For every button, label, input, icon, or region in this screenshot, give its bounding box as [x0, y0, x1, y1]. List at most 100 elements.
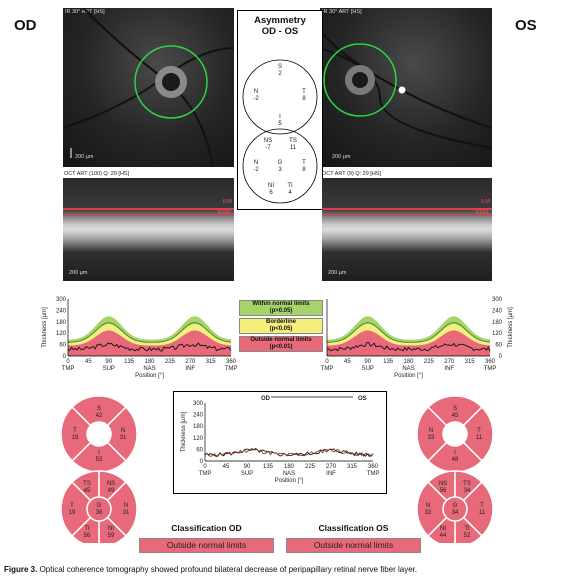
od-ytick-180: 180 [56, 320, 67, 326]
legend-outside-label: Outside normal limits [250, 337, 312, 343]
os-xtick-135: 135 [383, 359, 394, 365]
asym1-s: S [278, 64, 282, 70]
asym1-t-val: 8 [302, 96, 306, 102]
od-s6-val-0: 45 [84, 488, 91, 494]
od-xtick-0: 0 [66, 359, 70, 365]
od-scan-circle [134, 45, 208, 119]
os-sector6-center [442, 496, 468, 522]
compare-xtick-0: 0 [203, 464, 207, 470]
compare-od-label: OD [261, 396, 271, 402]
os-xtick-225: 225 [424, 359, 435, 365]
os-xtick-0: 0 [325, 359, 329, 365]
od-region-4: TMP [225, 366, 238, 372]
od-sector6-center [86, 496, 112, 522]
compare-xtick-360: 360 [368, 464, 379, 470]
classification-os-title: Classification OS [318, 523, 389, 533]
od-ytick-0: 0 [63, 354, 67, 360]
os-xtick-315: 315 [465, 359, 476, 365]
os-region-0: TMP [321, 366, 334, 372]
asymmetry-title: Asymmetry [254, 15, 306, 26]
od-ytick-120: 120 [56, 331, 67, 337]
compare-xtick-135: 135 [263, 464, 274, 470]
os-sector4-center [443, 422, 467, 446]
compare-ytick-300: 300 [193, 401, 204, 407]
asym1-t: T [302, 89, 306, 95]
od-sector4-center [87, 422, 111, 446]
asym2-t-val: 8 [302, 167, 306, 173]
od-s6-val-6: 59 [108, 533, 115, 539]
legend-borderline-p: (p<0.05) [269, 326, 293, 332]
asym2-g-val: 3 [278, 167, 282, 173]
os-s4-label-2: T [477, 428, 481, 434]
compare-xtick-225: 225 [305, 464, 316, 470]
od-oct-header: OCT ART (100) Q: 29 [HS] [64, 171, 130, 177]
os-region-1: SUP [362, 366, 374, 372]
od-xtick-315: 315 [206, 359, 217, 365]
os-ytick-120: 120 [492, 331, 503, 337]
os-s6-label-5: NI [440, 526, 446, 532]
os-ytick-0: 0 [499, 354, 503, 360]
os-region-4: TMP [484, 366, 497, 372]
classification-od-title: Classification OD [171, 523, 242, 533]
os-s6-val-5: 44 [440, 533, 447, 539]
asym2-ni-val: 6 [269, 190, 273, 196]
asym2-t: T [302, 160, 306, 166]
os-s6-val-2: 33 [425, 510, 432, 516]
os-xtick-360: 360 [485, 359, 496, 365]
od-region-3: INF [185, 366, 195, 372]
compare-region-1: SUP [241, 471, 253, 477]
os-s4-val-3: 48 [452, 457, 459, 463]
os-s6-label-4: T [480, 503, 484, 509]
od-y-title: Thickness [µm] [42, 307, 48, 348]
od-ilm-label: ILM [222, 199, 232, 205]
od-fundus-image: IR 30° ART [HS] 200 µm [63, 8, 234, 167]
od-s6-val-4: 31 [123, 510, 130, 516]
od-xtick-180: 180 [144, 359, 155, 365]
asym1-i-val: 5 [278, 121, 282, 127]
os-xtick-270: 270 [444, 359, 455, 365]
compare-os-label: OS [358, 396, 367, 402]
od-xtick-90: 90 [105, 359, 112, 365]
compare-region-3: INF [326, 471, 336, 477]
os-fundus-overlay [320, 27, 492, 149]
os-ir-header: IR 30° ART [HS] [322, 9, 362, 15]
od-rnfl-label: RNFL [217, 210, 232, 216]
asym2-g: G [278, 160, 283, 166]
asymmetry-circles: S 2 N -2 T 8 I 5 NS -7 TS 11 N -2 G 3 T … [242, 59, 318, 204]
os-xtick-180: 180 [403, 359, 414, 365]
os-s4-val-2: 11 [476, 435, 483, 441]
od-s4-val-0: 42 [96, 413, 103, 419]
os-measured-line [326, 341, 491, 352]
os-s6-label-1: TS [463, 481, 471, 487]
asym1-i: I [279, 114, 281, 120]
asym2-ns: NS [264, 138, 272, 144]
asymmetry-subtitle: OD - OS [261, 26, 299, 37]
compare-od-line [204, 448, 374, 458]
os-rnfl-label: RNFL [475, 210, 490, 216]
od-band-1 [68, 323, 231, 346]
od-s4-val-1: 19 [72, 435, 79, 441]
compare-ytick-180: 180 [193, 424, 204, 430]
od-s4-label-3: I [98, 450, 100, 456]
od-ytick-60: 60 [59, 343, 66, 349]
os-region-3: INF [444, 366, 454, 372]
od-xtick-45: 45 [85, 359, 92, 365]
os-s4-val-0: 45 [452, 413, 459, 419]
os-normal-mean [326, 322, 491, 343]
caption-text: Optical coherence tomography showed prof… [37, 565, 418, 574]
compare-region-4: TMP [367, 471, 380, 477]
comparison-panel [173, 391, 387, 494]
classification-od-value: Outside normal limits [139, 538, 274, 553]
od-s4-label-1: T [73, 428, 77, 434]
od-s4-label-2: N [121, 428, 125, 434]
od-oct-scale: 200 µm [69, 270, 88, 276]
compare-xtick-180: 180 [284, 464, 295, 470]
os-ytick-180: 180 [492, 320, 503, 326]
os-x-title: Position [°] [394, 373, 423, 379]
compare-ytick-0: 0 [200, 459, 204, 465]
os-oct-bscan: ILM RNFL 200 µm [322, 178, 492, 281]
compare-xtick-90: 90 [244, 464, 251, 470]
asym2-ns-val: -7 [265, 145, 271, 151]
